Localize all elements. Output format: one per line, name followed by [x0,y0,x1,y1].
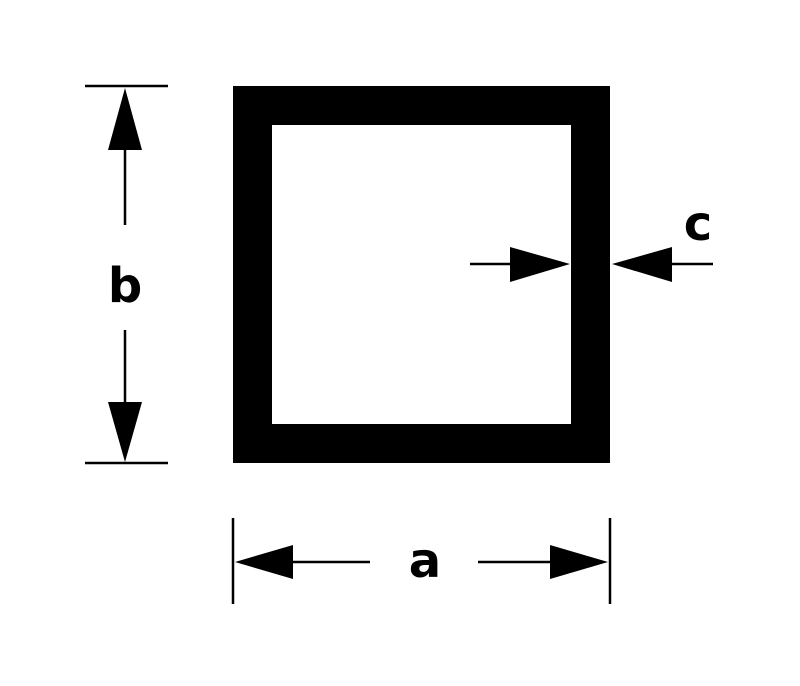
arrow-left-icon [612,247,672,282]
label-c: c [684,196,712,252]
arrow-right-icon [510,247,570,282]
arrow-up-icon [108,88,142,150]
arrow-down-icon [108,402,142,462]
dimension-a [231,518,612,604]
square-tube-section [233,86,610,463]
label-a: a [409,533,441,589]
arrow-right-icon [550,545,608,579]
label-b: b [108,258,142,314]
dimension-b [85,84,168,465]
arrow-left-icon [235,545,293,579]
